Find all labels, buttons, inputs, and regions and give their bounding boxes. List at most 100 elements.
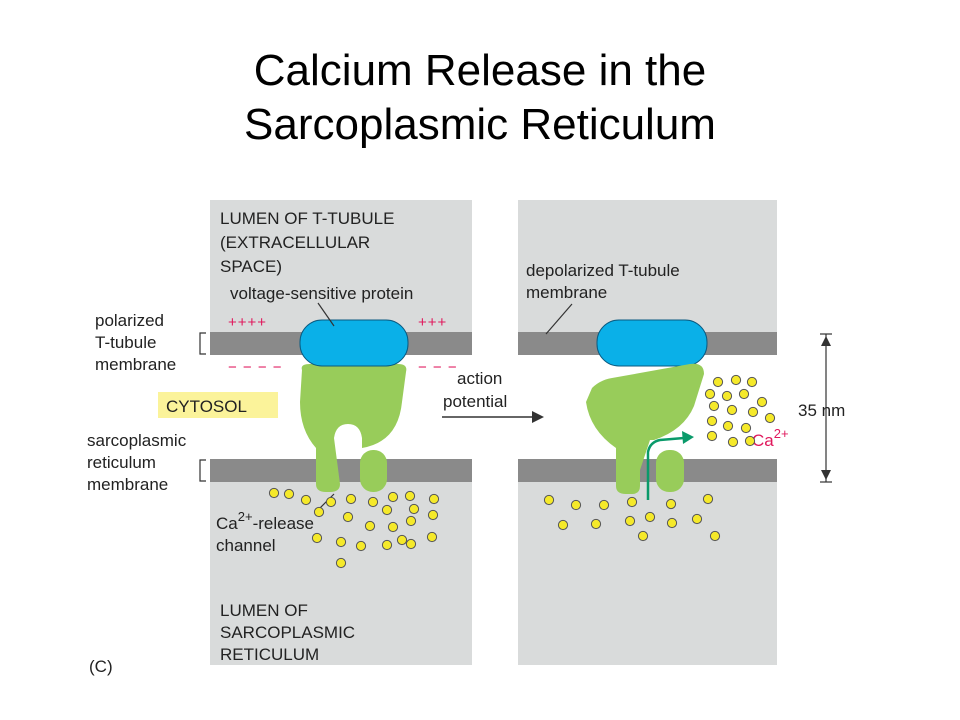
calcium-ion: [756, 396, 768, 408]
calcium-ion: [702, 493, 714, 505]
panel-letter: (C): [89, 657, 113, 676]
calcium-ion: [726, 404, 738, 416]
voltage-protein-pointer: [317, 302, 335, 327]
depolarized-membrane-line-1: depolarized T-tubule: [526, 261, 680, 280]
lumen-sr-line-1: LUMEN OF: [220, 601, 308, 620]
calcium-ion: [355, 540, 367, 552]
distance-label: 35 nm: [798, 401, 845, 420]
polarized-membrane-line-1: polarized: [95, 311, 164, 330]
calcium-ion: [367, 496, 379, 508]
lumen-t-tubule-line-1: LUMEN OF T-TUBULE: [220, 209, 394, 228]
polarized-membrane-bracket: [199, 332, 206, 355]
left-sr-membrane: [210, 459, 472, 482]
calcium-label: Ca2+: [752, 426, 789, 450]
calcium-ion: [300, 494, 312, 506]
calcium-ion: [708, 400, 720, 412]
calcium-ion: [738, 388, 750, 400]
calcium-ion: [405, 515, 417, 527]
lumen-sr-line-3: RETICULUM: [220, 645, 319, 664]
release-channel-label: Ca2+-release: [216, 509, 314, 533]
calcium-ions: [268, 374, 776, 569]
calcium-ion: [691, 513, 703, 525]
left-voltage-protein: [299, 319, 409, 367]
calcium-ion: [387, 521, 399, 533]
right-release-channel: [586, 363, 704, 494]
calcium-ion: [744, 435, 756, 447]
calcium-ion: [730, 374, 742, 386]
action-potential-arrowhead: [532, 411, 544, 423]
calcium-ion: [387, 491, 399, 503]
calcium-ion: [404, 490, 416, 502]
calcium-flow-arrow: [646, 436, 685, 500]
calcium-ion: [704, 388, 716, 400]
calcium-ion: [396, 534, 408, 546]
calcium-ion: [335, 557, 347, 569]
calcium-ion: [598, 499, 610, 511]
calcium-ion: [335, 536, 347, 548]
voltage-sensitive-protein-label: voltage-sensitive protein: [230, 284, 413, 303]
calcium-ion: [405, 538, 417, 550]
calcium-ion: [325, 496, 337, 508]
calcium-ion: [665, 498, 677, 510]
lumen-t-tubule-line-2: (EXTRACELLULAR: [220, 233, 370, 252]
slide-title: Calcium Release in the Sarcoplasmic Reti…: [0, 44, 960, 152]
calcium-ion: [721, 390, 733, 402]
polarized-membrane-line-2: T-tubule: [95, 333, 156, 352]
lumen-t-tubule-line-3: SPACE): [220, 257, 282, 276]
sr-membrane-bracket: [199, 459, 206, 482]
calcium-ion: [740, 422, 752, 434]
title-line-2: Sarcoplasmic Reticulum: [244, 100, 716, 149]
calcium-ion: [590, 518, 602, 530]
calcium-ion: [268, 487, 280, 499]
calcium-ion: [283, 488, 295, 500]
cytosol-label: CYTOSOL: [166, 397, 247, 416]
right-voltage-protein: [596, 319, 708, 367]
depolarized-membrane-line-2: membrane: [526, 283, 607, 302]
calcium-ion: [712, 376, 724, 388]
calcium-ion: [427, 509, 439, 521]
calcium-ion: [313, 506, 325, 518]
calcium-ion: [722, 420, 734, 432]
calcium-ion: [426, 531, 438, 543]
calcium-ion: [666, 517, 678, 529]
distance-arrow-down: [821, 470, 831, 480]
right-negative-charges: − − −: [418, 359, 458, 376]
left-channel-plug: [360, 450, 387, 492]
calcium-ion: [408, 503, 420, 515]
cytosol-highlight: [158, 392, 278, 418]
sr-membrane-line-3: membrane: [87, 475, 168, 494]
calcium-ion: [764, 412, 776, 424]
calcium-ion: [543, 494, 555, 506]
calcium-ion: [644, 511, 656, 523]
sr-membrane-line-2: reticulum: [87, 453, 156, 472]
left-negative-charges: − − − −: [228, 359, 283, 376]
calcium-ion: [364, 520, 376, 532]
calcium-ion: [570, 499, 582, 511]
calcium-flow-arrowhead: [682, 431, 694, 444]
calcium-ion: [345, 493, 357, 505]
calcium-ion: [311, 532, 323, 544]
calcium-ion: [342, 511, 354, 523]
action-potential-line-1: action: [457, 369, 502, 388]
release-channel-label-line-2: channel: [216, 536, 276, 555]
right-channel-plug: [656, 450, 684, 492]
left-release-channel: [300, 364, 407, 492]
left-positive-charges: ++++: [228, 314, 267, 331]
calcium-ion: [626, 496, 638, 508]
lumen-sr-line-2: SARCOPLASMIC: [220, 623, 355, 642]
distance-arrow-up: [821, 336, 831, 346]
sr-membrane-line-1: sarcoplasmic: [87, 431, 187, 450]
calcium-ion: [746, 376, 758, 388]
calcium-ion: [428, 493, 440, 505]
calcium-ion: [381, 539, 393, 551]
calcium-ion: [706, 430, 718, 442]
action-potential-line-2: potential: [443, 392, 507, 411]
title-line-1: Calcium Release in the: [253, 46, 707, 95]
calcium-ion: [709, 530, 721, 542]
right-positive-charges: +++: [418, 314, 447, 331]
calcium-ion: [624, 515, 636, 527]
calcium-ion: [381, 504, 393, 516]
calcium-ion: [747, 406, 759, 418]
calcium-ion: [727, 436, 739, 448]
